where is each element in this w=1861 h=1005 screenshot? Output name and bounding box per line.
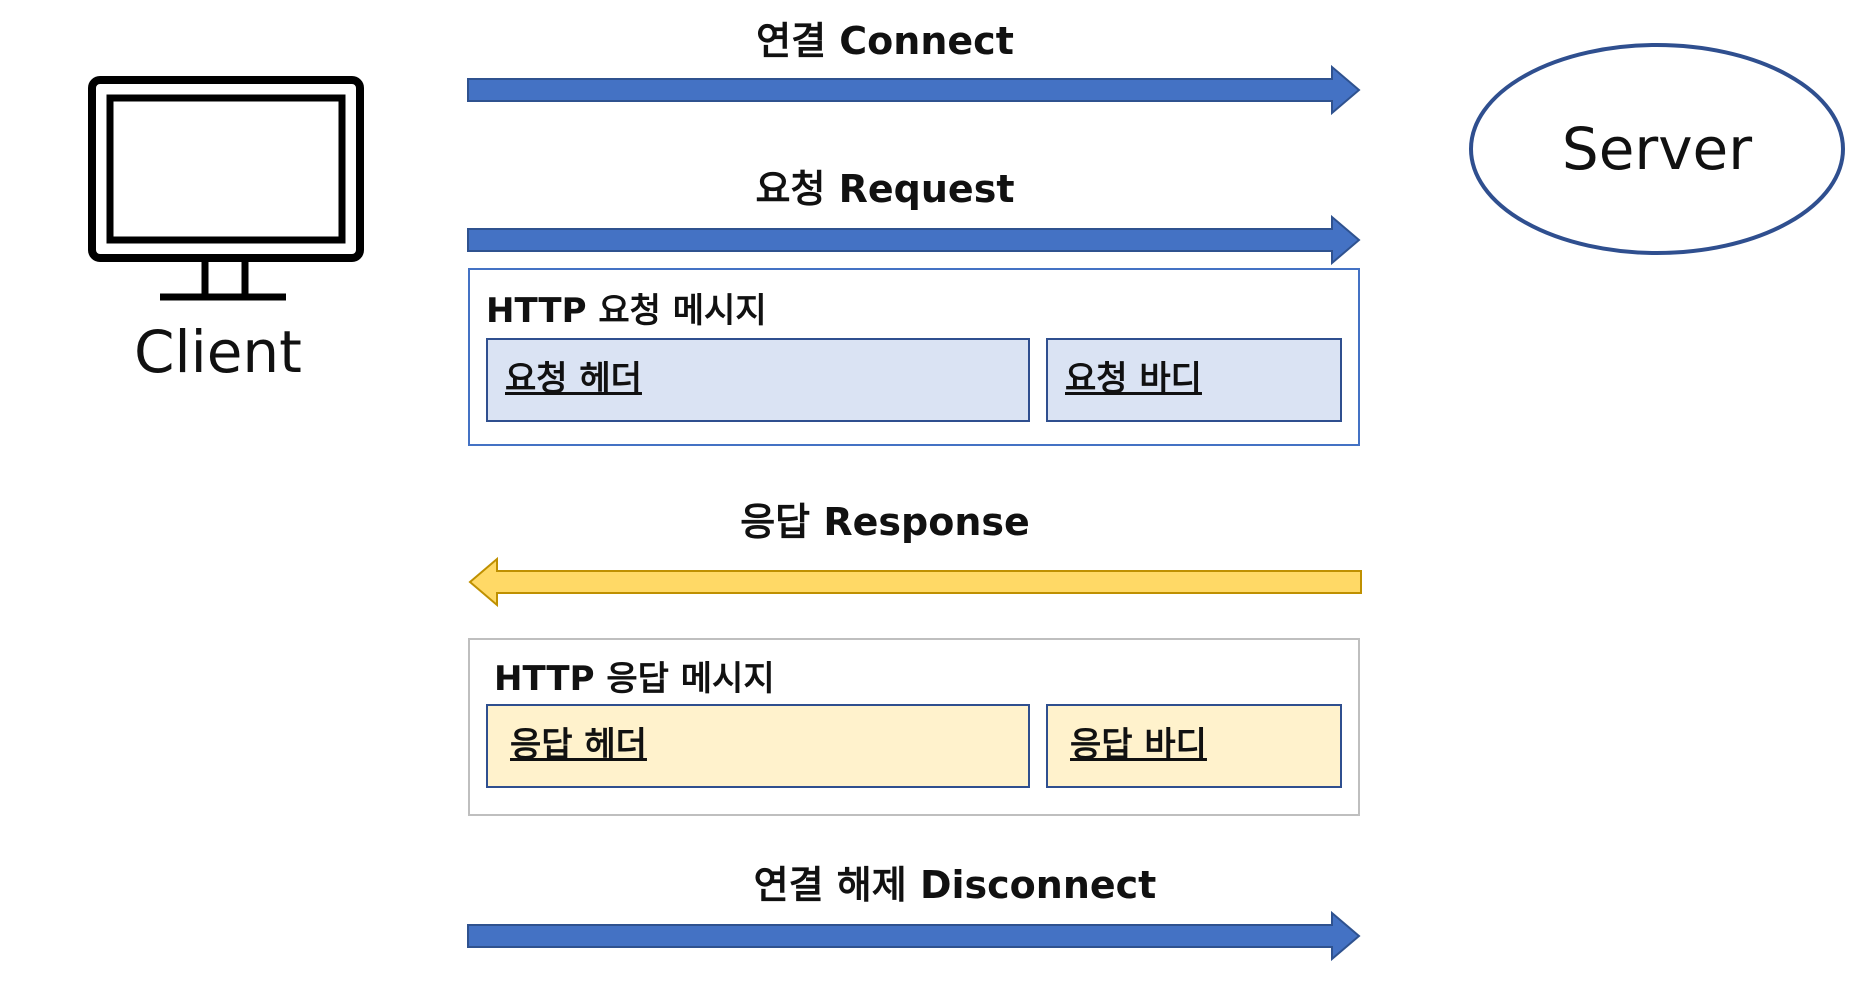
disconnect-arrow bbox=[467, 910, 1361, 962]
client-label: Client bbox=[134, 318, 302, 386]
request-message-title: HTTP 요청 메시지 bbox=[486, 291, 767, 331]
server-label: Server bbox=[1561, 115, 1753, 183]
response-message-title: HTTP 응답 메시지 bbox=[494, 659, 775, 699]
response-label: 응답 Response bbox=[740, 500, 1030, 544]
request-header-label: 요청 헤더 bbox=[505, 359, 642, 399]
request-arrow bbox=[467, 214, 1361, 266]
response-body-box: 응답 바디 bbox=[1046, 704, 1342, 788]
response-arrow bbox=[468, 556, 1362, 608]
http-response-message: HTTP 응답 메시지 응답 헤더 응답 바디 bbox=[468, 638, 1360, 816]
request-body-label: 요청 바디 bbox=[1065, 359, 1202, 399]
response-header-label: 응답 헤더 bbox=[510, 725, 647, 765]
request-label: 요청 Request bbox=[755, 167, 1015, 211]
server-ellipse bbox=[1469, 43, 1845, 255]
response-body-label: 응답 바디 bbox=[1070, 725, 1207, 765]
request-header-box: 요청 헤더 bbox=[486, 338, 1030, 422]
disconnect-label: 연결 해제 Disconnect bbox=[753, 863, 1157, 907]
connect-arrow bbox=[467, 64, 1361, 116]
http-request-message: HTTP 요청 메시지 요청 헤더 요청 바디 bbox=[468, 268, 1360, 446]
monitor-icon bbox=[88, 76, 364, 301]
connect-label: 연결 Connect bbox=[756, 19, 1014, 63]
response-header-box: 응답 헤더 bbox=[486, 704, 1030, 788]
request-body-box: 요청 바디 bbox=[1046, 338, 1342, 422]
